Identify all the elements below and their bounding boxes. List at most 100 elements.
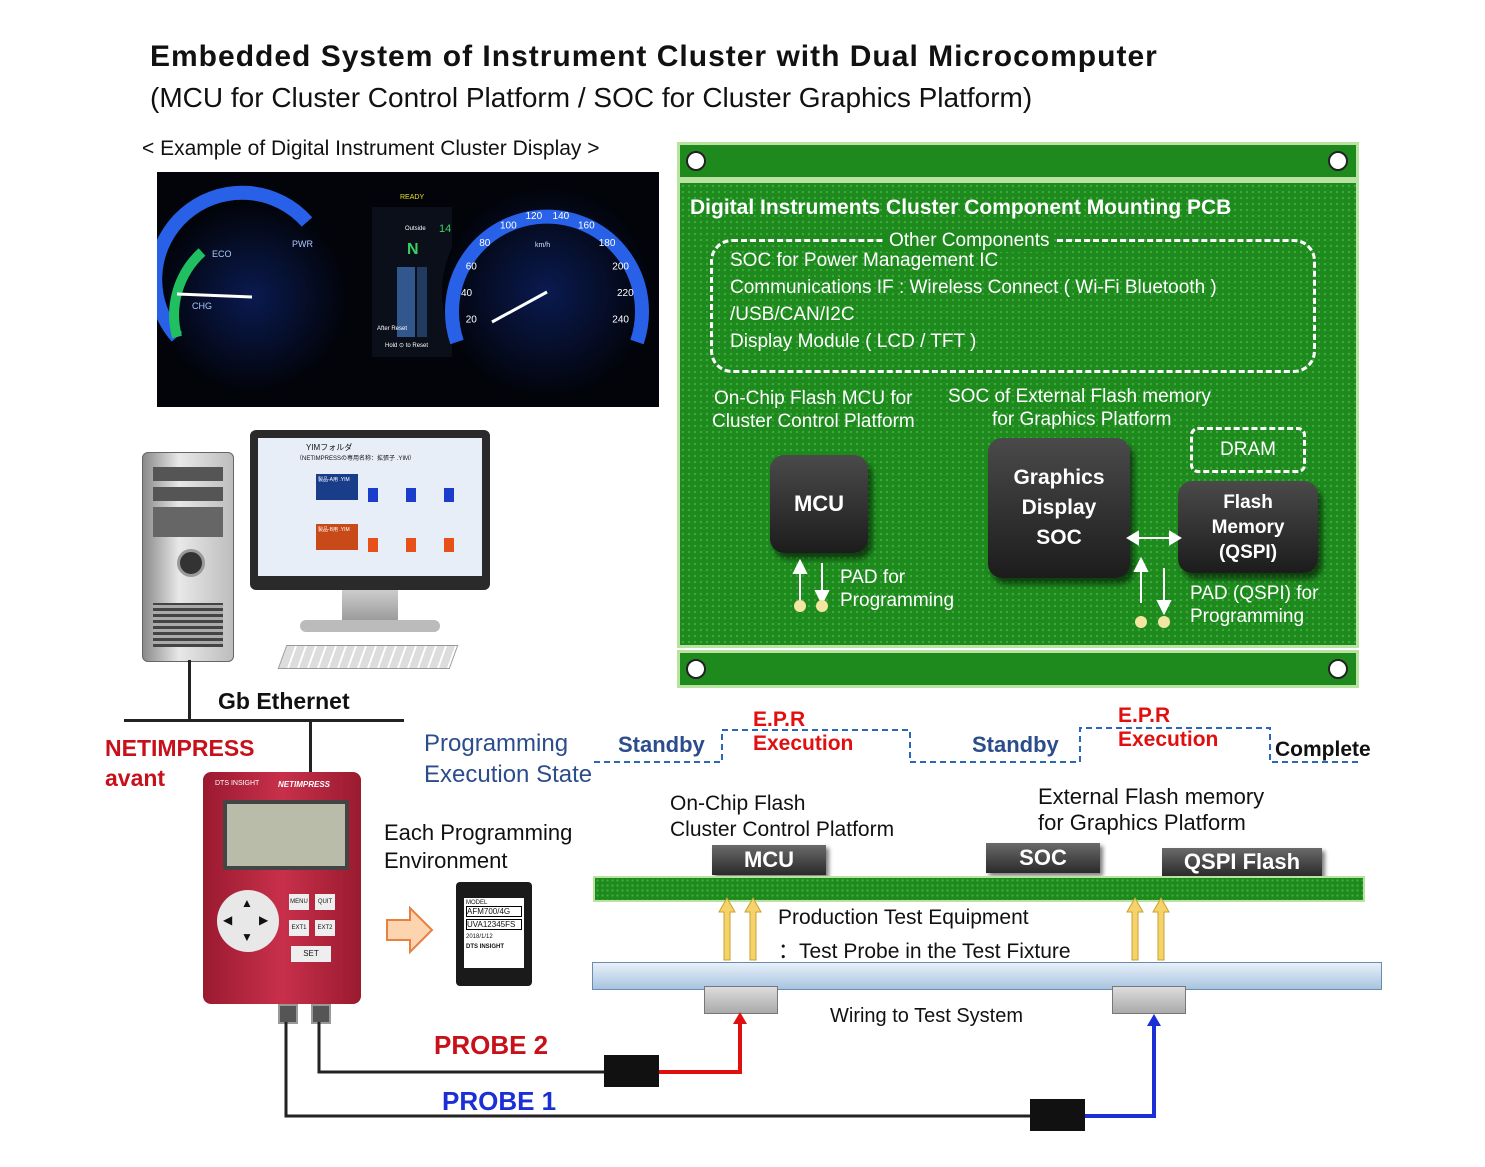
- other-item-4: Display Module ( LCD / TFT ): [730, 331, 977, 352]
- graphics-soc-chip: Graphics Display SOC: [988, 438, 1130, 578]
- pcb-arrows: [792, 530, 1182, 616]
- hold-reset-label: Hold ⊙ to Reset: [385, 343, 428, 349]
- pad-mcu-1: PAD for: [840, 567, 906, 588]
- device-dpad[interactable]: ▲ ▼ ◀ ▶: [217, 890, 279, 952]
- execution-1: Execution: [753, 732, 854, 755]
- board-pcb-strip: [593, 876, 1365, 902]
- left-needle: [176, 292, 253, 299]
- monitor-base: [300, 620, 440, 632]
- pad-qspi-1: PAD (QSPI) for: [1190, 583, 1319, 604]
- epr-1: E.P.R: [753, 708, 806, 731]
- device-model: NETIMPRESS: [278, 780, 331, 789]
- sd-brand: DTS INSIGHT: [466, 944, 505, 950]
- ready-label: READY: [400, 194, 424, 201]
- speed-tick-label: 40: [461, 288, 473, 299]
- onchip-caption-2: Cluster Control Platform: [670, 818, 895, 841]
- file-icon: [406, 538, 416, 552]
- wiring-caption: Wiring to Test System: [830, 1005, 1024, 1027]
- drive-bay: [153, 467, 223, 481]
- soc-line-2: Display: [1021, 496, 1097, 519]
- pad-qspi-2: Programming: [1190, 606, 1305, 627]
- state-label-2: Execution State: [424, 761, 593, 788]
- folder-a-icon: 製品-A用 .YIM: [316, 474, 358, 500]
- drive-bay: [153, 507, 223, 537]
- dram-box: DRAM: [1190, 427, 1306, 473]
- power-button-icon: [177, 549, 205, 577]
- execution-2: Execution: [1118, 728, 1219, 751]
- standby-2: Standby: [972, 732, 1059, 757]
- soc-line-1: Graphics: [1013, 466, 1105, 489]
- device-brand: DTS INSIGHT: [215, 780, 260, 787]
- device-lcd: [223, 800, 349, 870]
- each-env-1: Each Programming: [384, 820, 573, 845]
- mounting-hole: [1328, 151, 1348, 171]
- file-icon: [368, 538, 378, 552]
- speed-tick-label: 220: [617, 288, 634, 299]
- outside-label: Outside: [405, 226, 426, 232]
- mounting-hole: [686, 151, 706, 171]
- soc-caption-1: SOC of External Flash memory: [948, 386, 1211, 407]
- menu-button[interactable]: MENU: [289, 894, 309, 910]
- folder-a-label: 製品-A用 .YIM: [318, 477, 350, 483]
- ext1-button[interactable]: EXT1: [289, 920, 309, 936]
- yim-heading: YIMフォルダ: [306, 443, 353, 452]
- folder-b-label: 製品-B用 .YIM: [318, 527, 350, 533]
- sd-model-label: MODEL: [466, 900, 488, 906]
- cluster-gauges: ECO PWR CHG READY Outside 14 N After Res…: [157, 185, 652, 397]
- gb-ethernet-label: Gb Ethernet: [218, 688, 350, 714]
- speed-tick-label: 20: [466, 315, 478, 326]
- up-arrow-icon[interactable]: ▲: [241, 896, 253, 910]
- sd-serial: UVA12345FS: [466, 919, 522, 930]
- file-icon: [368, 488, 378, 502]
- outside-temp: 14: [439, 223, 451, 235]
- pad-mcu-2: Programming: [840, 590, 955, 611]
- probe-1-label: PROBE 1: [442, 1086, 557, 1116]
- quit-button[interactable]: QUIT: [315, 894, 335, 910]
- down-arrow-icon[interactable]: ▼: [241, 930, 253, 944]
- probe-block-2: [1112, 986, 1186, 1014]
- each-env-2: Environment: [384, 848, 508, 873]
- left-arrow-icon[interactable]: ◀: [223, 913, 233, 927]
- sd-date: 2018/1/12: [466, 934, 493, 940]
- external-caption-2: for Graphics Platform: [1038, 810, 1246, 835]
- mcu-pad-2: [816, 600, 828, 612]
- gear-n: N: [407, 241, 419, 258]
- board-qspi-chip: QSPI Flash: [1162, 848, 1322, 876]
- page-subtitle: (MCU for Cluster Control Platform / SOC …: [150, 82, 1033, 113]
- complete-label: Complete: [1275, 738, 1371, 761]
- vent-grille: [153, 603, 223, 647]
- mcu-caption-1: On-Chip Flash MCU for: [714, 388, 913, 409]
- speed-tick-label: 180: [599, 238, 616, 249]
- file-icon: [444, 488, 454, 502]
- pcb-top-strip: [677, 142, 1359, 180]
- mcu-caption-2: Cluster Control Platform: [712, 411, 915, 432]
- speed-tick-label: 140: [553, 211, 570, 222]
- qspi-pad-2: [1158, 616, 1170, 628]
- state-label-1: Programming: [424, 730, 569, 757]
- board-mcu-chip: MCU: [712, 845, 826, 875]
- set-button[interactable]: SET: [291, 946, 331, 962]
- mcu-chip-label: MCU: [793, 491, 845, 516]
- mounting-hole: [686, 659, 706, 679]
- right-arrow-icon[interactable]: ▶: [259, 913, 269, 927]
- page-title: Embedded System of Instrument Cluster wi…: [150, 40, 1158, 73]
- other-item-2: Communications IF : Wireless Connect ( W…: [730, 277, 1217, 298]
- soc-caption-2: for Graphics Platform: [992, 409, 1172, 430]
- probe-1-connector: [1030, 1099, 1085, 1131]
- folder-b-icon: 製品-B用 .YIM: [316, 524, 358, 550]
- sd-model: AFM700/4G: [466, 906, 522, 917]
- ethernet-line: [309, 720, 312, 772]
- yim-subheading: （NETIMPRESSの専用名称：拡張子 .YIM）: [296, 456, 416, 462]
- other-components-label: Other Components: [885, 230, 1054, 252]
- ext2-button[interactable]: EXT2: [315, 920, 335, 936]
- speed-tick-label: 120: [525, 211, 542, 222]
- netimpress-device: DTS INSIGHT NETIMPRESS ▲ ▼ ◀ ▶ MENU QUIT…: [203, 772, 361, 1004]
- flash-memory-chip: Flash Memory (QSPI): [1178, 481, 1318, 573]
- flash-line-1: Flash: [1223, 491, 1273, 513]
- external-caption-1: External Flash memory: [1038, 784, 1265, 809]
- probe-connector-1: [278, 1004, 298, 1024]
- right-arrow-icon: [386, 905, 434, 955]
